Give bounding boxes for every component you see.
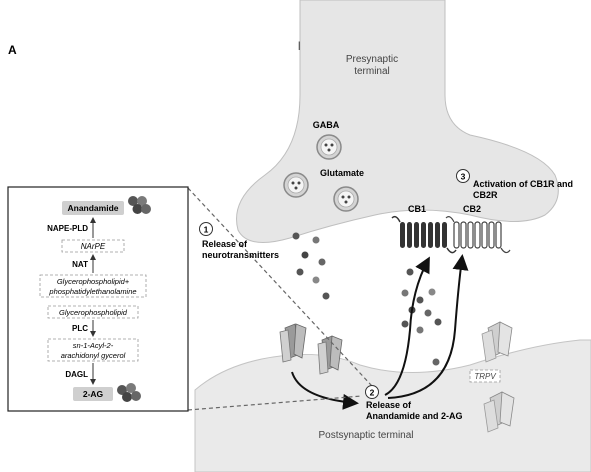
step-1-line2: neurotransmitters bbox=[202, 250, 279, 260]
step-3-number: 3 bbox=[461, 172, 466, 182]
nat-label: NAT bbox=[72, 260, 88, 269]
glutamate-vesicle-right bbox=[333, 186, 359, 212]
endocannabinoid-particles bbox=[401, 268, 442, 366]
glycero-pe-line2: phosphatidylethanolamine bbox=[48, 287, 136, 296]
trpv-channel-bottom bbox=[483, 391, 515, 433]
step-3: 3 Activation of CB1R and CB2R bbox=[456, 169, 573, 200]
glutamate-label: Glutamate bbox=[320, 168, 364, 178]
step-1: 1 Release of neurotransmitters bbox=[199, 222, 279, 260]
presynaptic-label-line1: Presynaptic bbox=[346, 54, 398, 65]
postsynaptic-channel-right bbox=[317, 335, 343, 375]
two-ag-box bbox=[73, 387, 113, 401]
cb2-receptor bbox=[445, 216, 511, 254]
trpv-label-box bbox=[469, 369, 501, 383]
release-arrow bbox=[291, 371, 359, 410]
glutamate-vesicle-left bbox=[283, 172, 309, 198]
cb2-label: CB2 bbox=[463, 204, 481, 214]
acyl-box bbox=[47, 338, 139, 362]
dagl-label: DAGL bbox=[65, 370, 88, 379]
step-2-line1: Release of bbox=[366, 400, 412, 410]
step-2-number: 2 bbox=[370, 388, 375, 398]
cb1-receptor bbox=[391, 215, 457, 254]
cb1-label: CB1 bbox=[408, 204, 426, 214]
anandamide-molecule-icon bbox=[128, 196, 151, 214]
panel-label-a: A bbox=[8, 43, 17, 57]
acyl-line2: arachidonyl gycerol bbox=[61, 351, 126, 360]
cb1-activation-arrow bbox=[384, 256, 430, 396]
narpe-label: NArPE bbox=[81, 242, 106, 251]
presynaptic-terminal bbox=[236, 0, 559, 243]
acyl-line1: sn-1-Acyl-2- bbox=[73, 341, 114, 350]
anandamide-label: Anandamide bbox=[67, 203, 118, 213]
zoom-line-bottom bbox=[187, 395, 363, 411]
step-2: 2 Release of Anandamide and 2-AG bbox=[365, 385, 463, 421]
trpv-label: TRPV bbox=[474, 372, 496, 381]
gaba-vesicle bbox=[316, 134, 342, 160]
cb2-activation-arrow bbox=[387, 254, 469, 399]
gaba-label: GABA bbox=[313, 120, 340, 130]
neurotransmitter-particles bbox=[292, 232, 330, 300]
glycero-box bbox=[47, 305, 139, 319]
glycero-pe-line1: Glycerophospholipid+ bbox=[57, 277, 130, 286]
step-3-line2: CB2R bbox=[473, 190, 498, 200]
nape-pld-label: NAPE-PLD bbox=[47, 224, 88, 233]
presynaptic-label-line2: terminal bbox=[354, 66, 390, 77]
two-ag-molecule-icon bbox=[117, 383, 141, 402]
zoom-line-top bbox=[187, 187, 373, 387]
step-2-line2: Anandamide and 2-AG bbox=[366, 411, 463, 421]
anandamide-box bbox=[62, 201, 124, 215]
glycero-label: Glycerophospholipid bbox=[59, 308, 128, 317]
step-1-line1: Release of bbox=[202, 239, 248, 249]
step-1-number: 1 bbox=[204, 225, 209, 235]
narpe-box bbox=[61, 239, 125, 253]
step-3-line1: Activation of CB1R and bbox=[473, 179, 573, 189]
pathway-box bbox=[7, 186, 189, 412]
trpv-channel-top bbox=[481, 321, 513, 363]
glycero-pe-box bbox=[39, 274, 147, 298]
two-ag-label: 2-AG bbox=[83, 389, 104, 399]
postsynaptic-label: Postsynaptic terminal bbox=[318, 430, 413, 441]
plc-label: PLC bbox=[72, 324, 88, 333]
postsynaptic-channel-left bbox=[279, 323, 307, 363]
